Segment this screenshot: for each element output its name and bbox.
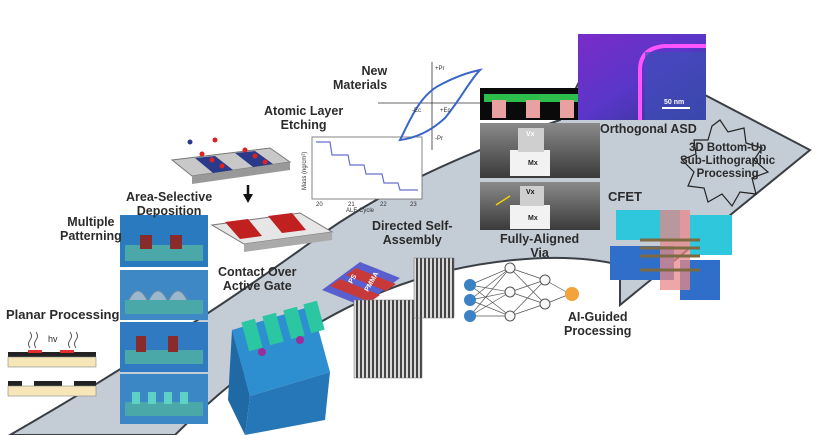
ale-plot: ALE Cycle 20 21 22 23 Mass (ng/cm²) <box>302 136 423 214</box>
ai-neural-network <box>464 262 579 322</box>
label-directed-self-assembly: Directed Self-Assembly <box>372 219 453 247</box>
hyst-epos: +Ec <box>440 108 451 114</box>
orthogonal-asd-image: 50 nm <box>578 34 706 120</box>
contact-over-active-gate-image <box>228 300 330 435</box>
area-selective-deposition-image <box>170 137 334 252</box>
label-planar-processing: Planar Processing <box>6 307 120 322</box>
tem-mx-2: Mx <box>528 215 538 222</box>
multiple-patterning-images <box>120 215 208 424</box>
asd-scale-bar: 50 nm <box>664 99 684 106</box>
hyst-ppos: +Pr <box>435 66 445 72</box>
cfet-structure-image <box>610 210 732 300</box>
ale-ylabel: Mass (ng/cm²) <box>302 152 308 190</box>
ale-tick-0: 20 <box>316 202 323 208</box>
planar-processing-diagram <box>7 331 97 397</box>
tem-mx-1: Mx <box>528 160 538 167</box>
tem-vx-1: Vx <box>526 131 535 138</box>
ale-tick-1: 21 <box>348 202 355 208</box>
ale-tick-2: 22 <box>380 202 387 208</box>
label-cfet: CFET <box>608 189 642 204</box>
bottom-up-starburst <box>680 119 770 208</box>
label-hv: hv <box>48 334 58 344</box>
hyst-pneg: -Pr <box>435 136 443 142</box>
ale-xlabel: ALE Cycle <box>346 208 375 214</box>
hysteresis-loop: +Pr -Pr +Ec -Ec <box>378 62 485 150</box>
label-orthogonal-asd: Orthogonal ASD <box>600 122 697 136</box>
tem-vx-2: Vx <box>526 189 535 196</box>
directed-self-assembly-images: PS PMMA <box>322 257 455 379</box>
dsa-ps-label: PS <box>348 273 359 285</box>
ale-tick-3: 23 <box>410 202 417 208</box>
hyst-eneg: -Ec <box>412 108 421 114</box>
